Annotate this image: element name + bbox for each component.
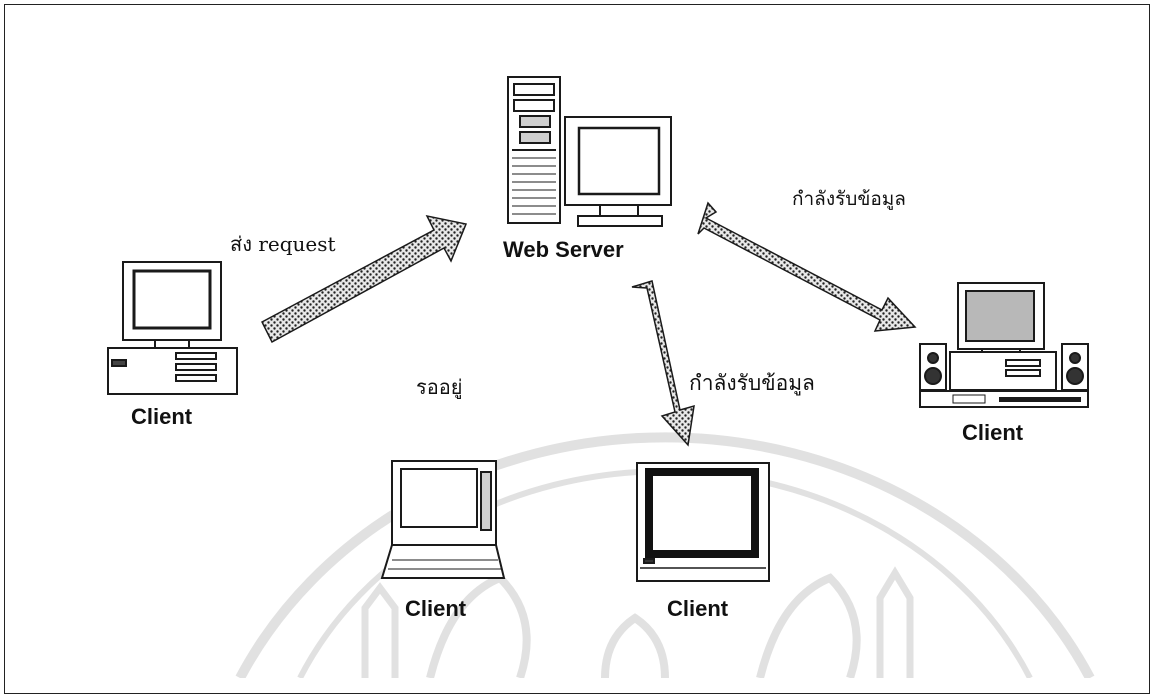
waiting-label: รออยู่: [416, 375, 463, 399]
client-compact-label: Client: [667, 596, 729, 621]
watermark-seal-icon: [235, 432, 1095, 678]
server-tower-icon: [507, 76, 672, 227]
desktop-computer-icon: [107, 261, 238, 395]
send-request-label: ส่ง request: [230, 232, 336, 256]
receiving-right-label: กำลังรับข้อมูล: [792, 188, 906, 210]
arrow-to-compact-client: [631, 280, 695, 447]
arrow-send-request: [261, 214, 468, 344]
receiving-down-label: กำลังรับข้อมูล: [689, 371, 815, 395]
compact-computer-icon: [636, 462, 770, 582]
laptop-icon: [380, 460, 506, 579]
client-left-label: Client: [131, 404, 193, 429]
client-laptop-label: Client: [405, 596, 467, 621]
client-right-label: Client: [962, 420, 1024, 445]
web-server-label: Web Server: [503, 237, 624, 262]
network-diagram: [107, 76, 1095, 678]
desktop-computer-icon: [919, 282, 1089, 408]
arrow-to-right-client: [697, 201, 917, 332]
